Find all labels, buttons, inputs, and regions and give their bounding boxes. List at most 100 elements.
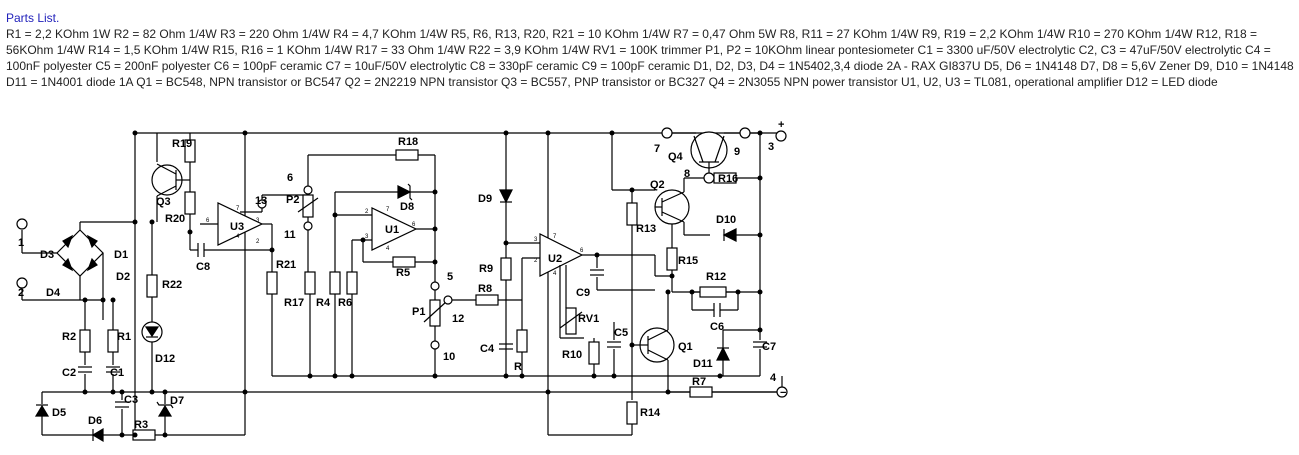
label-d6: D6 <box>88 415 102 427</box>
potentiometer-p2 <box>302 194 314 218</box>
terminal-4 <box>776 386 788 398</box>
opamp-u2 <box>539 233 655 376</box>
label-d2: D2 <box>116 271 130 283</box>
label-q3: Q3 <box>156 196 171 208</box>
terminal-number-8: 8 <box>684 168 690 180</box>
resistor-r22 <box>146 274 158 298</box>
svg-text:4: 4 <box>553 271 557 277</box>
terminal-number-5: 5 <box>447 271 453 283</box>
svg-text:3: 3 <box>534 237 538 243</box>
u1-section <box>297 149 436 376</box>
label-d9: D9 <box>478 193 492 205</box>
potentiometer-p1 <box>429 299 441 327</box>
label-r17: R17 <box>284 297 304 309</box>
label-rv1: RV1 <box>578 313 599 325</box>
resistor-r2 <box>79 329 91 353</box>
label-p2: P2 <box>286 194 299 206</box>
resistor-r6 <box>346 271 358 295</box>
label-c9: C9 <box>576 287 590 299</box>
q4-section <box>661 127 788 398</box>
terminal-11 <box>303 221 313 231</box>
label-r9: R9 <box>479 263 493 275</box>
terminal-9 <box>739 127 751 139</box>
terminal-number-2: 2 <box>18 287 24 299</box>
label-r6: R6 <box>338 297 352 309</box>
svg-text:2: 2 <box>534 258 538 264</box>
label-q2: Q2 <box>650 179 665 191</box>
label-r2: R2 <box>62 331 76 343</box>
label-d3: D3 <box>40 249 54 261</box>
trimmer-rv1 <box>565 307 577 335</box>
label-r14: R14 <box>640 407 661 419</box>
svg-text:6: 6 <box>412 222 416 228</box>
svg-text:2: 2 <box>256 239 260 245</box>
label-d11: D11 <box>693 358 713 370</box>
label-p1: P1 <box>412 306 425 318</box>
label-c2: C2 <box>62 367 76 379</box>
svg-text:3: 3 <box>256 218 260 224</box>
terminal-6 <box>303 185 313 195</box>
label-d4: D4 <box>46 287 61 299</box>
resistor-r12 <box>699 286 727 298</box>
diode-d11 <box>716 346 730 361</box>
diode-d3-symbol <box>62 234 74 249</box>
terminal-number-10: 10 <box>443 351 455 363</box>
terminal-number-6: 6 <box>287 172 293 184</box>
svg-text:3: 3 <box>365 234 369 240</box>
label-r3: R3 <box>134 419 148 431</box>
label-u2: U2 <box>548 253 562 265</box>
terminal-number-1: 1 <box>18 237 24 249</box>
bridge-rectifier <box>16 218 135 301</box>
label-r15: R15 <box>678 255 698 267</box>
terminal-numbers: 1 2 3 4 5 6 7 8 9 10 11 12 13 + − <box>18 119 786 399</box>
diode-d2-symbol <box>86 257 98 272</box>
terminal-10 <box>430 340 440 350</box>
label-d5: D5 <box>52 407 66 419</box>
label-u1: U1 <box>385 224 399 236</box>
parts-list: Parts List. R1 = 2,2 KOhm 1W R2 = 82 Ohm… <box>6 10 1296 90</box>
label-r12: R12 <box>706 271 726 283</box>
label-u3: U3 <box>230 221 244 233</box>
terminal-8 <box>703 172 715 184</box>
label-c3: C3 <box>124 394 138 406</box>
label-d7: D7 <box>170 395 184 407</box>
label-d10: D10 <box>716 214 736 226</box>
label-r20: R20 <box>165 213 185 225</box>
diode-d5 <box>34 404 50 417</box>
terminal-1 <box>16 218 28 230</box>
q3-section <box>151 133 272 257</box>
svg-text:7: 7 <box>236 206 240 212</box>
terminal-number-3: 3 <box>768 141 774 153</box>
label-d8: D8 <box>400 201 414 213</box>
label-r16: R16 <box>718 173 738 185</box>
terminal-12 <box>443 295 453 305</box>
label-c5: C5 <box>614 327 628 339</box>
resistor-r5 <box>392 256 416 268</box>
resistor-r13 <box>626 202 638 226</box>
polarity-plus: + <box>778 119 784 131</box>
terminal-number-13: 13 <box>255 195 267 207</box>
resistor-r4 <box>329 271 341 295</box>
label-r7: R7 <box>692 376 706 388</box>
terminal-3 <box>775 130 787 142</box>
terminal-number-4: 4 <box>770 372 777 384</box>
output-stage <box>548 133 783 436</box>
resistor-r17 <box>304 271 316 295</box>
wire-rails-misc <box>134 133 720 435</box>
terminal-number-12: 12 <box>452 313 464 325</box>
label-c6: C6 <box>710 321 724 333</box>
resistor-r15 <box>666 247 678 271</box>
resistor-r8 <box>475 294 499 306</box>
label-d12: D12 <box>155 353 175 365</box>
label-r10: R10 <box>562 349 582 361</box>
terminal-5 <box>430 281 440 291</box>
terminal-number-7: 7 <box>654 143 660 155</box>
resistor-r14 <box>626 401 638 425</box>
label-r13: R13 <box>636 223 656 235</box>
terminal-2 <box>16 277 28 289</box>
diode-d1-symbol <box>86 234 98 249</box>
svg-text:2: 2 <box>365 209 369 215</box>
svg-text:4: 4 <box>236 234 240 240</box>
opamp-u3 <box>200 194 308 376</box>
